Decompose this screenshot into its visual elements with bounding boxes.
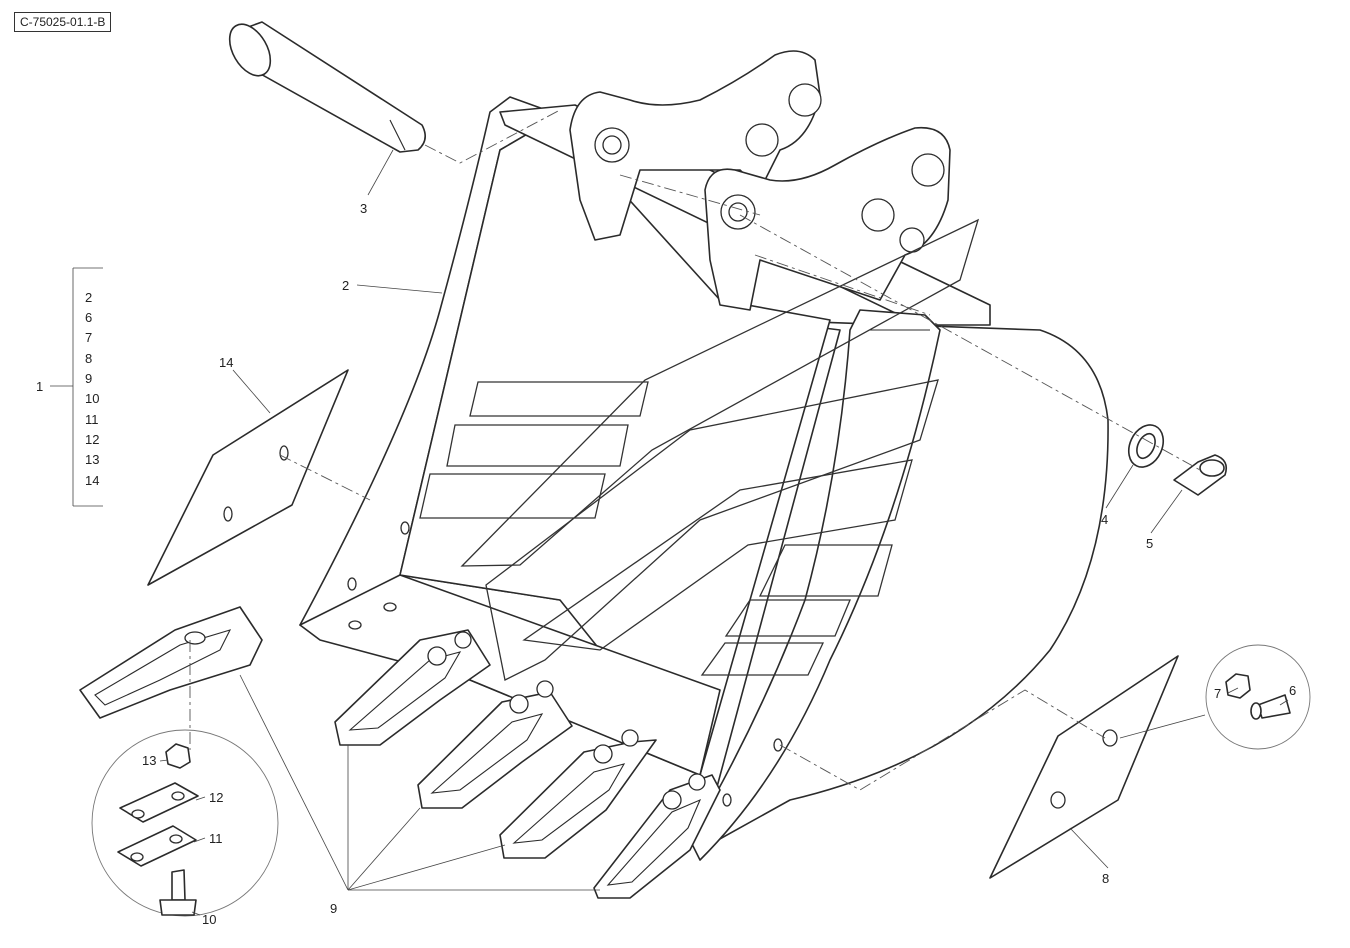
tooth: [334, 629, 491, 746]
assembly-item: 9: [85, 371, 92, 386]
callout-2: 2: [342, 278, 349, 293]
pin: [228, 21, 426, 153]
detail-tooth-fasteners: [91, 729, 279, 917]
lock-pin: [1173, 454, 1228, 496]
side-cutter-right: [989, 655, 1179, 879]
assembly-item: 12: [85, 432, 99, 447]
detail-bolt-nut: [1205, 644, 1311, 750]
callout-9: 9: [330, 901, 337, 916]
callout-6: 6: [1289, 683, 1296, 698]
brand-logo: [419, 218, 980, 681]
callout-labels: 2 3 4 5 6 7 8 9 10 11 12 13 14: [142, 201, 1296, 927]
assembly-item: 13: [85, 452, 99, 467]
assembly-item: 2: [85, 290, 92, 305]
assembly-item: 7: [85, 330, 92, 345]
reference-code: C-75025-01.1-B: [14, 12, 112, 32]
callout-5: 5: [1146, 536, 1153, 551]
assembly-item: 10: [85, 391, 99, 406]
assembly-item: 11: [85, 412, 99, 427]
side-cutter-left: [147, 369, 349, 586]
bucket-body: [299, 50, 1109, 861]
assembly-list: 1 2 6 7 8 9 10 11 12 13 14: [36, 267, 103, 507]
callout-10: 10: [202, 912, 216, 927]
callout-11: 11: [209, 831, 223, 846]
centerlines: [189, 109, 1201, 791]
tooth: [499, 729, 657, 859]
exploded-tooth: [79, 606, 263, 719]
leaders: [159, 149, 1289, 916]
callout-4: 4: [1101, 512, 1108, 527]
callout-8: 8: [1102, 871, 1109, 886]
washer: [1127, 424, 1165, 468]
callout-13: 13: [142, 753, 156, 768]
tooth: [417, 680, 573, 809]
tooth: [593, 773, 721, 899]
callout-7: 7: [1214, 686, 1221, 701]
callout-12: 12: [209, 790, 223, 805]
callout-1: 1: [36, 379, 43, 394]
callout-3: 3: [360, 201, 367, 216]
assembly-item: 14: [85, 473, 99, 488]
assembly-item: 8: [85, 351, 92, 366]
assembly-item: 6: [85, 310, 92, 325]
callout-14: 14: [219, 355, 233, 370]
